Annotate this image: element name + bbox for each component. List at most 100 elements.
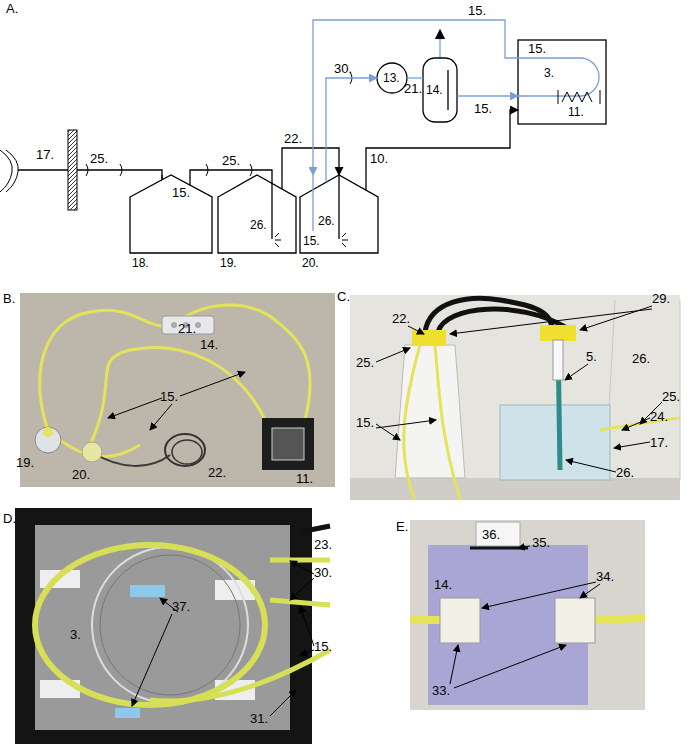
connector — [282, 148, 339, 175]
callout-number: 17. — [650, 436, 668, 449]
connector — [366, 110, 518, 175]
panel-c-photo — [540, 325, 576, 341]
panel-c-photo — [376, 420, 436, 428]
panel-e-photo — [595, 618, 645, 620]
callout-number: 22. — [208, 466, 226, 479]
panel-a-parts — [6, 150, 18, 192]
panel-e-photo — [555, 598, 595, 643]
panel-d-photo — [132, 614, 172, 706]
panel-letter: E. — [396, 520, 408, 533]
panel-a-parts — [0, 30, 440, 210]
column-node: 14. — [423, 58, 457, 122]
callout-number: 11. — [568, 106, 584, 118]
panel-b-photo — [43, 427, 53, 437]
callout-number: 20. — [72, 468, 90, 481]
panel-letter: B. — [3, 292, 15, 305]
panel-b-photo — [90, 348, 270, 445]
connector — [457, 95, 518, 96]
tube-stub — [161, 175, 162, 180]
panel-c-photo — [350, 478, 680, 500]
panel-c-photo — [408, 326, 424, 334]
callout-number: 19. — [220, 257, 237, 269]
panel-b-photo — [262, 418, 314, 470]
incubator-outline — [518, 40, 606, 124]
callout-number: 26. — [250, 219, 267, 231]
callout-number: 34. — [596, 570, 614, 583]
panel-a-parts — [18, 169, 68, 170]
bottle-outline — [300, 175, 378, 253]
panel-e-photo — [518, 546, 530, 548]
bottle-node: 26.15.20. — [300, 175, 378, 273]
callout-number: 22. — [392, 312, 410, 325]
panel-e-photo — [440, 598, 480, 643]
panel-e-photo — [454, 645, 566, 688]
panel-c-photo — [566, 460, 616, 472]
callout-number: 19. — [16, 456, 34, 469]
tube-stub — [281, 175, 282, 189]
callout-number: 15. — [528, 42, 546, 55]
panel-b-photo — [20, 293, 335, 487]
panel-a-parts — [68, 130, 77, 210]
panel-c-photo — [622, 418, 650, 430]
panel-b-photo — [272, 428, 304, 460]
panel-c-photo — [450, 309, 652, 334]
panel-b-photo — [35, 427, 61, 453]
panel-b-photo — [40, 305, 310, 430]
panel-a-parts — [0, 150, 12, 192]
callout-number: 33. — [432, 684, 450, 697]
panel-b-photo — [171, 322, 177, 328]
connector — [313, 20, 518, 175]
panel-d-photo — [100, 555, 240, 695]
callout-number: 13. — [383, 72, 400, 84]
callout-number: 15. — [160, 390, 178, 403]
callout-number: 15. — [356, 416, 374, 429]
panel-d-photo — [35, 545, 265, 705]
panel-e-photo — [482, 582, 596, 608]
callout-number: 15. — [314, 640, 332, 653]
callout-number: 37. — [172, 600, 190, 613]
panel-c-photo — [412, 330, 446, 346]
bottle-node: 18. — [130, 175, 212, 273]
edge-label: 25. — [222, 154, 240, 167]
pump-node: 13. — [377, 63, 407, 93]
callout-number: 14. — [434, 578, 452, 591]
callout-number: 11. — [296, 472, 313, 485]
connector — [407, 77, 423, 78]
edge-label: 15. — [468, 4, 486, 17]
callout-number: 26. — [632, 352, 650, 365]
callout-number: 14. — [200, 338, 218, 351]
callout-number: 29. — [652, 292, 670, 305]
panel-e-photo — [476, 522, 520, 546]
callout-number: 15. — [303, 235, 320, 247]
callout-number: 31. — [250, 712, 268, 725]
edge-label: 22. — [284, 132, 302, 145]
panel-d-photo — [300, 650, 314, 655]
callout-number: 21. — [178, 322, 196, 335]
callout-number: 18. — [132, 257, 149, 269]
panel-c-photo — [350, 295, 680, 500]
panel-c-photo — [605, 300, 680, 480]
callout-number: 24. — [650, 410, 668, 423]
panel-c-photo — [435, 345, 460, 500]
panel-a-parts — [86, 72, 352, 176]
column-outline — [423, 58, 457, 122]
sparger-tube — [338, 175, 339, 239]
callout-number: 17. — [36, 148, 54, 161]
panel-c-photo — [376, 348, 410, 362]
edge-label: 30. — [334, 62, 352, 75]
panel-b-photo — [150, 404, 172, 430]
edge-label: 21. — [404, 82, 422, 95]
panel-c-photo — [553, 340, 563, 380]
panel-b-photo — [180, 372, 245, 396]
panel-d-photo — [150, 650, 330, 701]
callout-number: 36. — [482, 528, 500, 541]
tube-stub — [312, 175, 313, 231]
callout-number: 15. — [172, 186, 190, 199]
callout-number: 25. — [356, 356, 374, 369]
panel-d-photo — [270, 690, 296, 716]
callout-number: 30. — [314, 566, 332, 579]
panel-e-photo — [580, 584, 600, 598]
callout-number: 20. — [302, 257, 319, 269]
panel-d-photo — [130, 585, 165, 597]
